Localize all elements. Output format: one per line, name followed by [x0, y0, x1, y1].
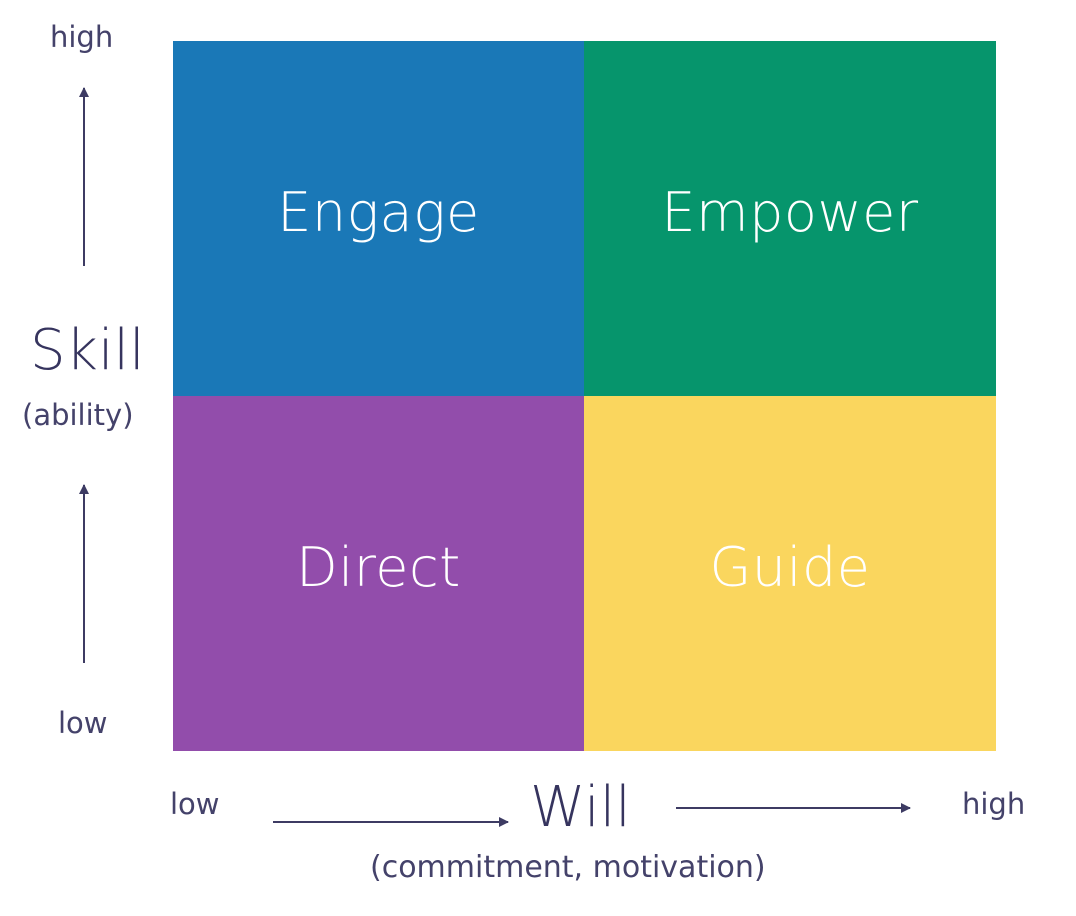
y-axis-subtitle: (ability): [22, 398, 134, 432]
quadrant-direct: Direct: [173, 396, 584, 751]
x-axis-subtitle: (commitment, motivation): [370, 850, 766, 885]
x-axis-high-label: high: [962, 787, 1026, 821]
quadrant-guide-label: Guide: [709, 536, 871, 599]
quadrant-engage-label: Engage: [277, 181, 480, 244]
quadrant-guide: Guide: [584, 396, 996, 751]
x-axis-title: Will: [530, 775, 631, 840]
x-axis-low-label: low: [170, 787, 220, 821]
y-axis-high-label: high: [50, 20, 114, 54]
quadrant-empower: Empower: [584, 41, 996, 396]
y-axis-title: Skill: [30, 318, 145, 383]
quadrant-direct-label: Direct: [296, 536, 461, 599]
quadrant-engage: Engage: [173, 41, 584, 396]
quadrant-empower-label: Empower: [661, 181, 919, 244]
y-axis-low-label: low: [58, 706, 108, 740]
